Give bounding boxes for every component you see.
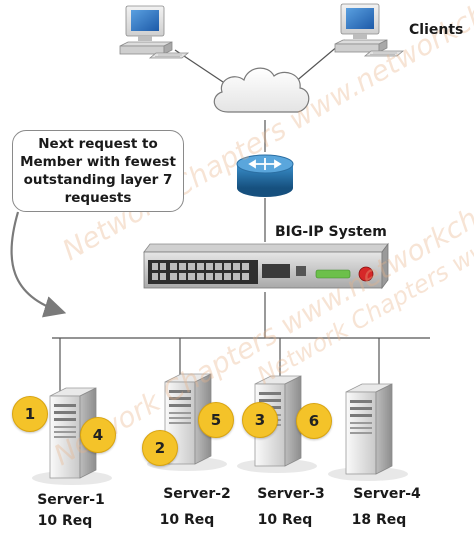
cloud-icon: [213, 67, 310, 113]
request-badge: 3: [242, 402, 278, 438]
status-led-green: [315, 269, 351, 279]
callout-text: Next request to Member with fewest outst…: [20, 136, 176, 206]
status-led-red: [358, 266, 374, 282]
callout-arrow: [10, 211, 67, 318]
bigip-appliance: [143, 242, 389, 290]
request-badge: 2: [142, 430, 178, 466]
server-1-name: Server-1: [37, 492, 105, 508]
request-badge: 1: [12, 396, 48, 432]
router-icon: [236, 154, 294, 197]
request-badge: 5: [198, 402, 234, 438]
client-computer-1: [119, 5, 189, 59]
request-badge: 6: [296, 403, 332, 439]
server-3-name: Server-3: [257, 486, 325, 502]
server-4-icon: [327, 383, 409, 482]
server-3-requests: 10 Req: [257, 512, 313, 528]
clients-label: Clients: [409, 22, 464, 38]
server-2-name: Server-2: [163, 486, 231, 502]
server-2-requests: 10 Req: [159, 512, 215, 528]
request-badge: 4: [80, 417, 116, 453]
server-4-requests: 18 Req: [351, 512, 407, 528]
server-4-name: Server-4: [353, 486, 421, 502]
bigip-label: BIG-IP System: [275, 224, 387, 240]
callout-box: Next request to Member with fewest outst…: [12, 130, 184, 212]
server-1-requests: 10 Req: [37, 513, 93, 529]
